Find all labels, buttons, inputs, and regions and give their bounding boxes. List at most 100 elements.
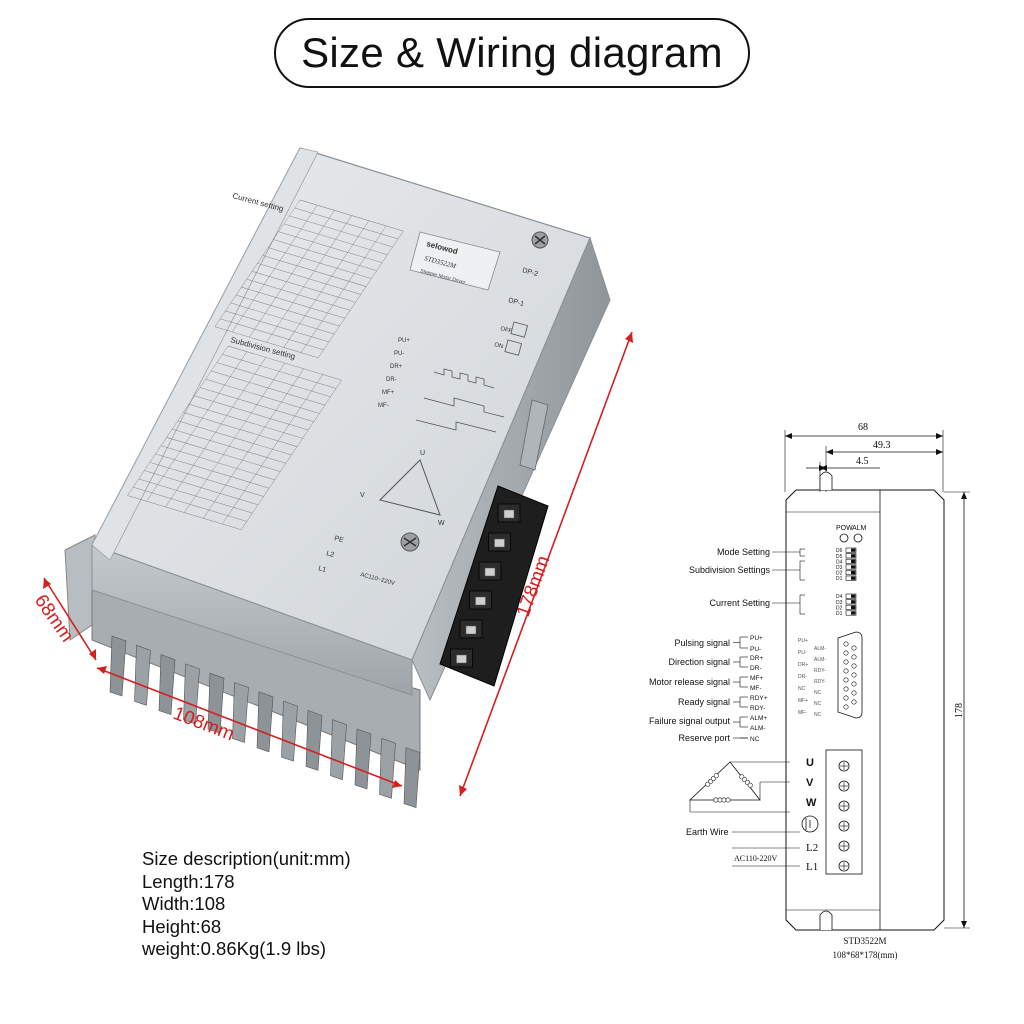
db-pin xyxy=(843,650,849,656)
l2-label: L2 xyxy=(325,550,334,559)
signal-label: DR+ xyxy=(390,364,403,370)
coil-icon xyxy=(739,774,753,788)
pin-label: ALM+ xyxy=(750,715,767,722)
terminal-screw-icon xyxy=(484,567,496,577)
earth-wire-label: Earth Wire xyxy=(686,827,729,837)
reserve-port-label: Reserve port xyxy=(678,733,730,743)
dip-toggle xyxy=(851,571,856,575)
connector-right-pin: ALM- xyxy=(814,657,826,663)
pin-label: DR- xyxy=(750,665,762,672)
schematic-size-caption: 108*68*178(mm) xyxy=(833,950,898,960)
terminal-screw-icon xyxy=(838,840,850,852)
db-pin xyxy=(851,663,857,669)
connector-left-pin: MF+ xyxy=(798,698,808,704)
size-weight: weight:0.86Kg(1.9 lbs) xyxy=(142,938,327,959)
db-pin xyxy=(843,704,849,710)
heatsink-fin xyxy=(256,691,274,753)
heatsink-fin xyxy=(305,709,323,771)
connector-left-pin: DR+ xyxy=(798,662,808,668)
size-width: Width:108 xyxy=(142,893,226,914)
dip-label: D2 xyxy=(836,571,843,577)
schematic-body xyxy=(785,471,945,931)
pow-label: POW xyxy=(836,525,853,532)
dp1-label: DP-1 xyxy=(507,297,524,308)
off-label: OFF xyxy=(499,326,512,335)
db-pin xyxy=(843,668,849,674)
dip-toggle xyxy=(851,559,856,563)
size-height: Height:68 xyxy=(142,915,222,937)
size-description-heading: Size description(unit:mm) xyxy=(142,848,351,869)
connector-right-pin: NC xyxy=(814,701,822,707)
connector-left-pin: NC xyxy=(798,686,806,692)
heatsink-fin xyxy=(330,719,347,781)
connector-right-pin: ALM- xyxy=(814,646,826,652)
ac-input-label: AC110-220V xyxy=(734,854,777,863)
terminal-l2-label: L2 xyxy=(806,842,818,854)
alm-led-icon xyxy=(853,533,863,543)
signal-label: PU- xyxy=(394,351,404,357)
setting-tables xyxy=(127,199,404,530)
db-pin xyxy=(851,645,857,651)
page-title: Size & Wiring diagram xyxy=(301,29,723,76)
dip-label: D6 xyxy=(836,548,843,554)
terminal-screw-icon xyxy=(456,654,467,664)
failure-signal-output-label: Failure signal output xyxy=(649,716,731,726)
signal-labels: PU+PU-DR+DR-MF+MF- xyxy=(378,338,410,409)
pin-label: ALM- xyxy=(750,725,766,732)
pin-label: RDY+ xyxy=(750,695,768,702)
db-pin xyxy=(843,695,849,701)
terminal-screw-icon xyxy=(838,760,850,772)
dip-label: D1 xyxy=(836,611,843,617)
dim-178-label: 178 xyxy=(954,703,965,718)
db15-schematic-connector xyxy=(837,631,863,719)
terminal-screw-icon xyxy=(838,800,850,812)
db-pin xyxy=(843,641,849,647)
db-pin xyxy=(851,672,857,678)
title-pill: Size & Wiring diagram xyxy=(274,18,750,88)
size-description: Size description(unit:mm) Length:178 Wid… xyxy=(142,848,351,961)
connector-left-pin: MF- xyxy=(798,710,807,716)
pin-label: RDY- xyxy=(750,705,765,712)
db-pin xyxy=(851,699,857,705)
db-pin xyxy=(843,659,849,665)
terminal-screw-icon xyxy=(838,860,850,872)
dip-label: D3 xyxy=(836,600,843,606)
setting-table-grid xyxy=(127,345,342,530)
driver-left-strip xyxy=(91,147,319,561)
ac-input-wiring: AC110-220V xyxy=(732,847,800,867)
terminal-screws xyxy=(450,503,521,668)
heatsink-fins xyxy=(109,635,421,809)
signal-label: DR- xyxy=(386,377,397,383)
dip-label: D3 xyxy=(836,565,843,571)
delta-w-label: W xyxy=(438,520,445,527)
direction-signal-label: Direction signal xyxy=(668,657,730,667)
dip-label: D4 xyxy=(836,594,843,600)
db-pin xyxy=(851,654,857,660)
subdivision-settings-label: Subdivision Settings xyxy=(689,565,771,575)
schematic-left-labels: Mode Setting Subdivision Settings Curren… xyxy=(649,547,800,743)
motor-wiring xyxy=(688,761,790,813)
heatsink-fin xyxy=(379,737,396,799)
driver-front-face xyxy=(91,544,413,696)
terminal-w-label: W xyxy=(806,797,817,809)
heatsink-fin xyxy=(281,700,298,762)
pin-label: DR+ xyxy=(750,655,763,662)
dip-label: D1 xyxy=(836,576,843,582)
schematic-dimension-178: 178 xyxy=(944,491,970,929)
db15-connector xyxy=(519,399,549,471)
alm-label: ALM xyxy=(852,525,867,532)
db-pin xyxy=(843,686,849,692)
setting-table-grid xyxy=(214,199,404,358)
terminal-screw-icon xyxy=(465,625,477,635)
dip-toggle xyxy=(851,600,856,604)
ready-signal-label: Ready signal xyxy=(678,697,730,707)
signal-label: MF+ xyxy=(382,390,395,396)
connector-left-pin: PU+ xyxy=(798,638,808,644)
dip-label: D5 xyxy=(836,554,843,560)
dim-4-5-label: 4.5 xyxy=(856,456,869,467)
mode-setting-label: Mode Setting xyxy=(717,547,770,557)
